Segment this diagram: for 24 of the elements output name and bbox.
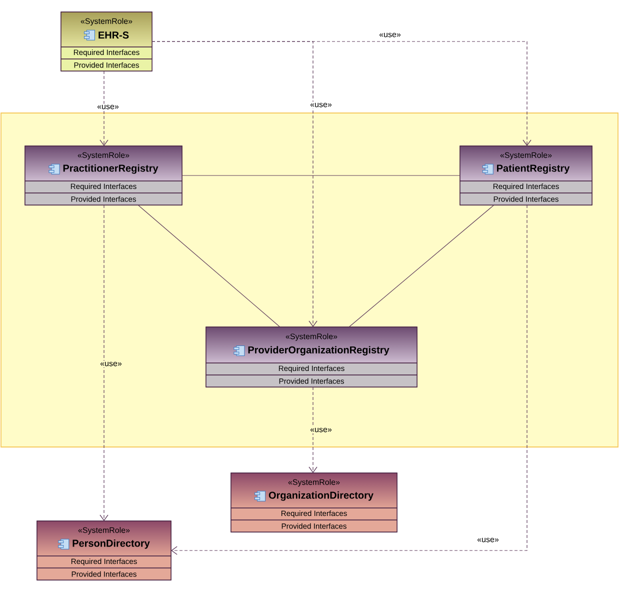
component-name: PersonDirectory [72,539,150,549]
component-name: OrganizationDirectory [268,491,374,501]
edge-label: «use» [476,536,500,544]
component-name: ProviderOrganizationRegistry [248,346,390,356]
association-line [182,175,460,176]
stereotype-label: «SystemRole» [288,479,340,487]
edge-label: «use» [96,104,120,110]
component-name: PatientRegistry [497,164,570,174]
stereotype-label: «SystemRole» [286,333,338,341]
edge-label: «use» [309,102,333,108]
edge-label: «use» [378,32,402,38]
stereotype-label: «SystemRole» [78,527,130,535]
dependency-arrow [100,204,108,521]
stereotype-label: «SystemRole» [80,18,132,26]
dependency-arrow [152,41,318,327]
stereotype-label: «SystemRole» [78,152,130,160]
association-line [138,204,280,328]
component-name: EHR-S [98,32,129,39]
component-name: PractitionerRegistry [63,164,158,174]
dependency-arrow [100,70,108,146]
stereotype-label: «SystemRole» [500,152,552,160]
association-line [348,204,494,328]
dependency-arrow [308,386,318,473]
dependency-arrow [171,204,528,555]
